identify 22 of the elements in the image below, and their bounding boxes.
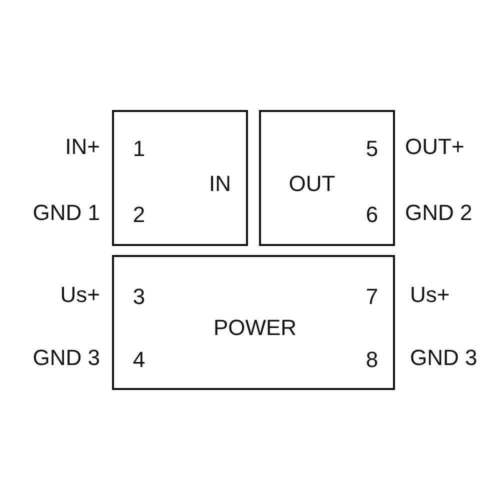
terminal-label: IN+ [65, 135, 100, 159]
terminal-label: Us+ [410, 283, 450, 307]
pin-number: 6 [366, 203, 378, 227]
pin-number: 2 [132, 203, 146, 227]
block-label: IN [209, 172, 231, 196]
terminal-label: GND 1 [32, 201, 100, 225]
block-label: OUT [288, 172, 336, 196]
terminal-label: GND 3 [32, 346, 100, 370]
pin-number: 1 [132, 137, 146, 161]
terminal-label: Us+ [60, 283, 100, 307]
output-box [259, 110, 395, 246]
pin-number: 7 [366, 285, 378, 309]
pin-number: 8 [366, 348, 378, 372]
input-box [112, 110, 248, 246]
terminal-label: OUT+ [405, 135, 464, 159]
pin-number: 3 [132, 285, 146, 309]
power-box [112, 255, 395, 390]
pin-number: 5 [366, 137, 378, 161]
block-label: POWER [213, 316, 297, 340]
terminal-label: GND 2 [405, 201, 472, 225]
terminal-label: GND 3 [410, 346, 478, 370]
pin-number: 4 [132, 348, 146, 372]
